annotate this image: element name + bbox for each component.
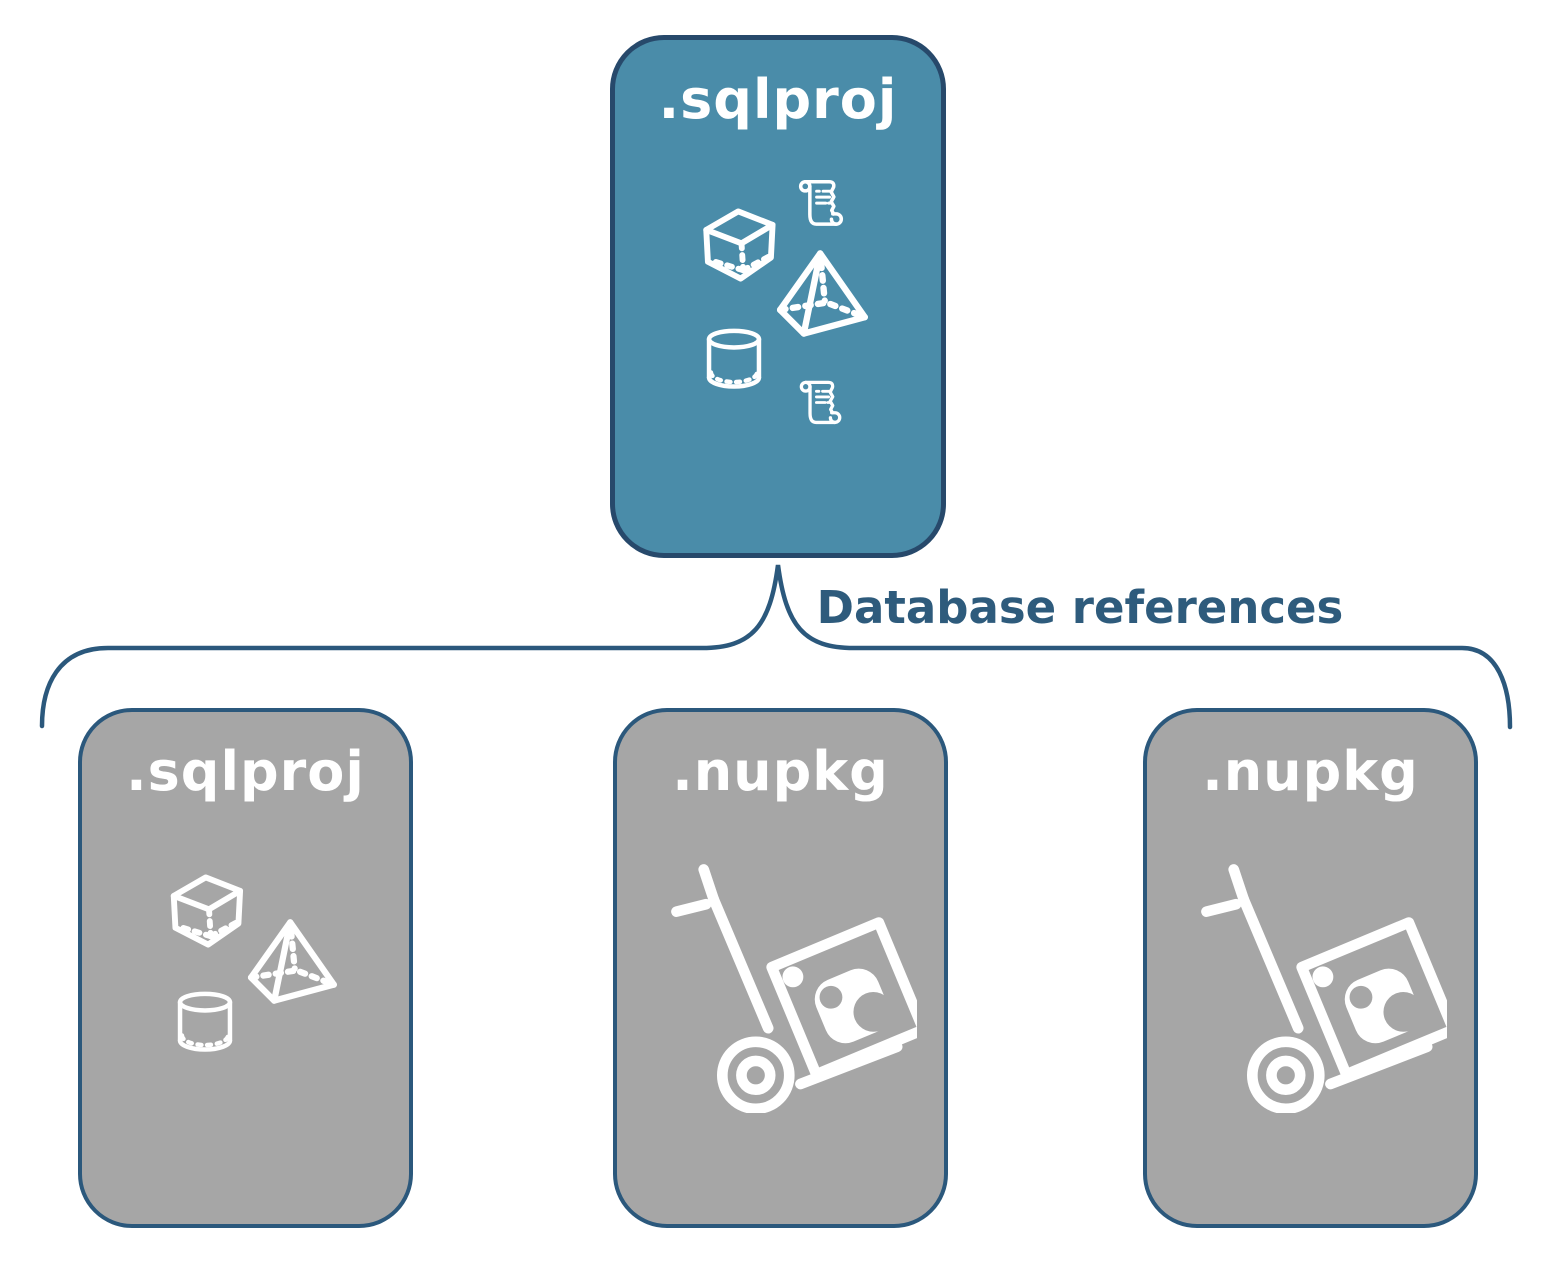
- cylinder-icon: [173, 984, 237, 1060]
- pyramid-icon: [243, 917, 341, 1006]
- child-node-sqlproj: .sqlproj: [78, 708, 413, 1228]
- package-dolly-icon: [1199, 864, 1447, 1113]
- brace-connector: [39, 564, 1513, 730]
- edge-label-database-references: Database references: [816, 581, 1344, 634]
- pyramid-icon: [775, 248, 869, 339]
- child-node-label: .nupkg: [672, 740, 889, 803]
- cylinder-icon: [702, 321, 766, 397]
- root-node-label: .sqlproj: [658, 68, 898, 131]
- child-node-label: .sqlproj: [126, 740, 365, 803]
- scroll-icon: [795, 175, 849, 229]
- package-dolly-icon: [669, 864, 917, 1113]
- child-node-label: .nupkg: [1202, 740, 1419, 803]
- child-node-nupkg: .nupkg: [1143, 708, 1478, 1228]
- cube-icon: [697, 202, 781, 288]
- cube-icon: [164, 869, 249, 953]
- root-node-sqlproj: .sqlproj: [610, 35, 946, 558]
- child-node-nupkg: .nupkg: [613, 708, 948, 1228]
- scroll-icon: [795, 376, 848, 427]
